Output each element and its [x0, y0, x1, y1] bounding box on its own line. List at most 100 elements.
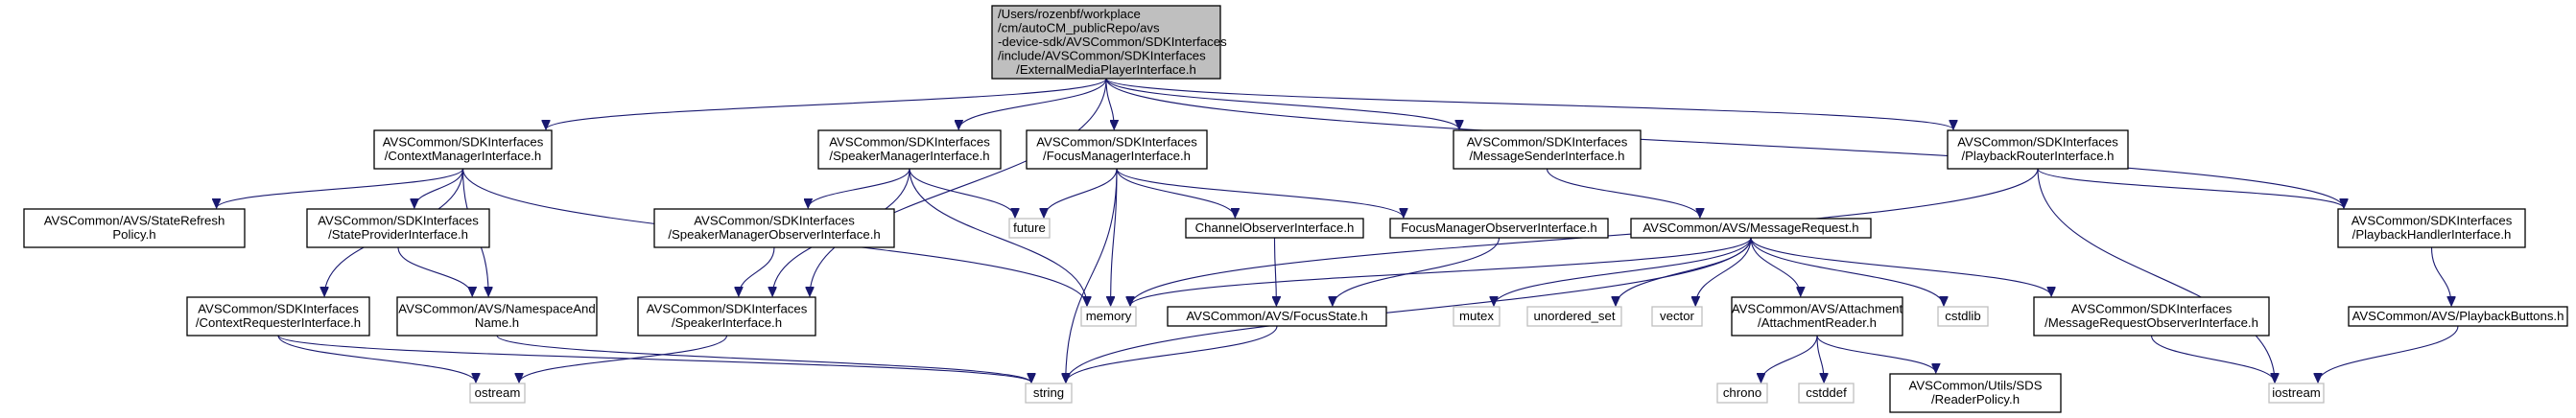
node-label-root-line-5: /ExternalMediaPlayerInterface.h [1016, 62, 1196, 77]
node-label-message-request-line-1: AVSCommon/AVS/MessageRequest.h [1642, 221, 1858, 235]
node-iostream: iostream [2268, 383, 2325, 404]
node-label-attachment-reader-line-1: AVSCommon/AVS/Attachment [1732, 302, 1903, 316]
node-box-state-provider [306, 208, 490, 248]
edge-playback-router-to-playback-handler [2037, 168, 2344, 208]
node-label-context-requester-line-1: AVSCommon/SDKInterfaces [198, 302, 359, 316]
node-label-memory-line-1: memory [1086, 309, 1132, 323]
node-label-state-refresh-policy-line-2: Policy.h [112, 227, 155, 242]
edge-root-to-speaker-manager [958, 78, 1107, 129]
node-label-state-provider-line-1: AVSCommon/SDKInterfaces [318, 214, 479, 228]
edge-context-manager-to-state-provider [414, 168, 464, 208]
edge-message-request-to-memory [1130, 237, 1752, 306]
node-playback-router[interactable]: AVSCommon/SDKInterfaces/PlaybackRouterIn… [1947, 129, 2129, 170]
node-label-root-line-1: /Users/rozenbf/workplace [998, 7, 1141, 21]
edge-context-manager-to-state-refresh-policy [217, 168, 464, 208]
node-label-focus-manager-observer-line-1: FocusManagerObserverInterface.h [1401, 221, 1597, 235]
node-label-future-line-1: future [1013, 221, 1046, 235]
node-label-channel-observer-line-1: ChannelObserverInterface.h [1195, 221, 1355, 235]
edge-focus-state-to-string [1066, 325, 1278, 383]
node-box-future [1008, 218, 1051, 239]
node-label-speaker-interface-line-1: AVSCommon/SDKInterfaces [647, 302, 808, 316]
node-label-state-refresh-policy-line-1: AVSCommon/AVS/StateRefresh [44, 214, 225, 228]
edge-speaker-interface-to-ostream [519, 335, 728, 383]
node-label-message-request-observer-line-2: /MessageRequestObserverInterface.h [2044, 315, 2258, 330]
node-context-manager[interactable]: AVSCommon/SDKInterfaces/ContextManagerIn… [373, 129, 553, 170]
node-label-speaker-interface-line-2: /SpeakerInterface.h [672, 315, 782, 330]
node-label-namespace-and-name-line-1: AVSCommon/AVS/NamespaceAnd [398, 302, 595, 316]
node-memory: memory [1080, 306, 1137, 327]
node-label-root-line-4: /include/AVSCommon/SDKInterfaces [998, 48, 1206, 62]
edge-attachment-reader-to-cstddef [1816, 335, 1824, 383]
edge-message-sender-to-message-request [1546, 168, 1700, 218]
node-label-reader-policy-line-1: AVSCommon/Utils/SDS [1909, 379, 2043, 393]
node-message-request[interactable]: AVSCommon/AVS/MessageRequest.h [1630, 218, 1872, 239]
node-box-speaker-manager-observer [653, 208, 895, 248]
node-box-reader-policy [1889, 373, 2062, 413]
edge-speaker-manager-to-future [909, 168, 1015, 218]
edge-message-request-to-string [1066, 237, 1752, 383]
node-context-requester[interactable]: AVSCommon/SDKInterfaces/ContextRequester… [186, 296, 370, 337]
node-box-root [991, 5, 1221, 80]
node-focus-manager[interactable]: AVSCommon/SDKInterfaces/FocusManagerInte… [1026, 129, 1208, 170]
edge-state-provider-to-namespace-and-name [397, 246, 472, 296]
node-label-root-line-2: /cm/autoCM_publicRepo/avs [998, 20, 1160, 35]
node-box-context-manager [373, 129, 553, 170]
node-label-playback-router-line-2: /PlaybackRouterInterface.h [1961, 149, 2114, 163]
node-label-playback-handler-line-2: /PlaybackHandlerInterface.h [2352, 227, 2512, 242]
node-speaker-manager[interactable]: AVSCommon/SDKInterfaces/SpeakerManagerIn… [817, 129, 1002, 170]
node-chrono: chrono [1716, 383, 1768, 404]
node-box-namespace-and-name [396, 296, 598, 337]
node-box-memory [1080, 306, 1137, 327]
node-box-chrono [1716, 383, 1768, 404]
node-label-message-sender-line-1: AVSCommon/SDKInterfaces [1467, 135, 1628, 150]
node-message-sender[interactable]: AVSCommon/SDKInterfaces/MessageSenderInt… [1453, 129, 1642, 170]
node-attachment-reader[interactable]: AVSCommon/AVS/Attachment/AttachmentReade… [1731, 296, 1903, 337]
node-channel-observer[interactable]: ChannelObserverInterface.h [1185, 218, 1364, 239]
node-reader-policy[interactable]: AVSCommon/Utils/SDS/ReaderPolicy.h [1889, 373, 2062, 413]
node-playback-buttons[interactable]: AVSCommon/AVS/PlaybackButtons.h [2348, 306, 2568, 327]
edge-playback-buttons-to-iostream [2318, 325, 2459, 383]
node-label-context-requester-line-2: /ContextRequesterInterface.h [196, 315, 361, 330]
node-box-string [1025, 383, 1073, 404]
edge-root-to-playback-router [1105, 78, 1953, 129]
node-label-context-manager-line-1: AVSCommon/SDKInterfaces [383, 135, 544, 150]
edge-root-to-message-sender [1105, 78, 1459, 129]
edge-focus-manager-to-future [1044, 168, 1118, 218]
edge-message-request-to-vector [1695, 237, 1752, 306]
dependency-nodes: /Users/rozenbf/workplace/cm/autoCM_publi… [23, 5, 2568, 413]
node-label-reader-policy-line-2: /ReaderPolicy.h [1931, 392, 2020, 406]
edge-attachment-reader-to-chrono [1761, 335, 1818, 383]
node-box-cstdlib [1937, 306, 1989, 327]
node-box-mutex [1453, 306, 1501, 327]
node-box-iostream [2268, 383, 2325, 404]
node-label-focus-manager-line-1: AVSCommon/SDKInterfaces [1036, 135, 1197, 150]
edge-root-to-speaker-interface [810, 78, 1107, 296]
edge-message-request-to-cstdlib [1750, 237, 1944, 306]
edge-speaker-manager-to-memory [909, 168, 1087, 306]
node-root[interactable]: /Users/rozenbf/workplace/cm/autoCM_publi… [991, 5, 1227, 80]
edge-message-request-to-mutex [1494, 237, 1752, 306]
node-speaker-interface[interactable]: AVSCommon/SDKInterfaces/SpeakerInterface… [637, 296, 816, 337]
node-future: future [1008, 218, 1051, 239]
node-string: string [1025, 383, 1073, 404]
node-message-request-observer[interactable]: AVSCommon/SDKInterfaces/MessageRequestOb… [2033, 296, 2270, 337]
node-focus-state[interactable]: AVSCommon/AVS/FocusState.h [1167, 306, 1387, 327]
node-speaker-manager-observer[interactable]: AVSCommon/SDKInterfaces/SpeakerManagerOb… [653, 208, 895, 248]
node-state-provider[interactable]: AVSCommon/SDKInterfaces/StateProviderInt… [306, 208, 490, 248]
node-box-focus-state [1167, 306, 1387, 327]
node-cstdlib: cstdlib [1937, 306, 1989, 327]
node-label-mutex-line-1: mutex [1459, 309, 1494, 323]
node-playback-handler[interactable]: AVSCommon/SDKInterfaces/PlaybackHandlerI… [2337, 208, 2526, 248]
node-label-namespace-and-name-line-2: Name.h [475, 315, 519, 330]
node-focus-manager-observer[interactable]: FocusManagerObserverInterface.h [1389, 218, 1609, 239]
node-box-speaker-interface [637, 296, 816, 337]
node-box-state-refresh-policy [23, 208, 246, 248]
node-box-playback-handler [2337, 208, 2526, 248]
edge-message-request-to-unordered-set [1616, 237, 1752, 306]
node-label-context-manager-line-2: /ContextManagerInterface.h [385, 149, 541, 163]
edge-speaker-manager-to-speaker-manager-observer [808, 168, 910, 208]
node-label-speaker-manager-observer-line-2: /SpeakerManagerObserverInterface.h [668, 227, 880, 242]
